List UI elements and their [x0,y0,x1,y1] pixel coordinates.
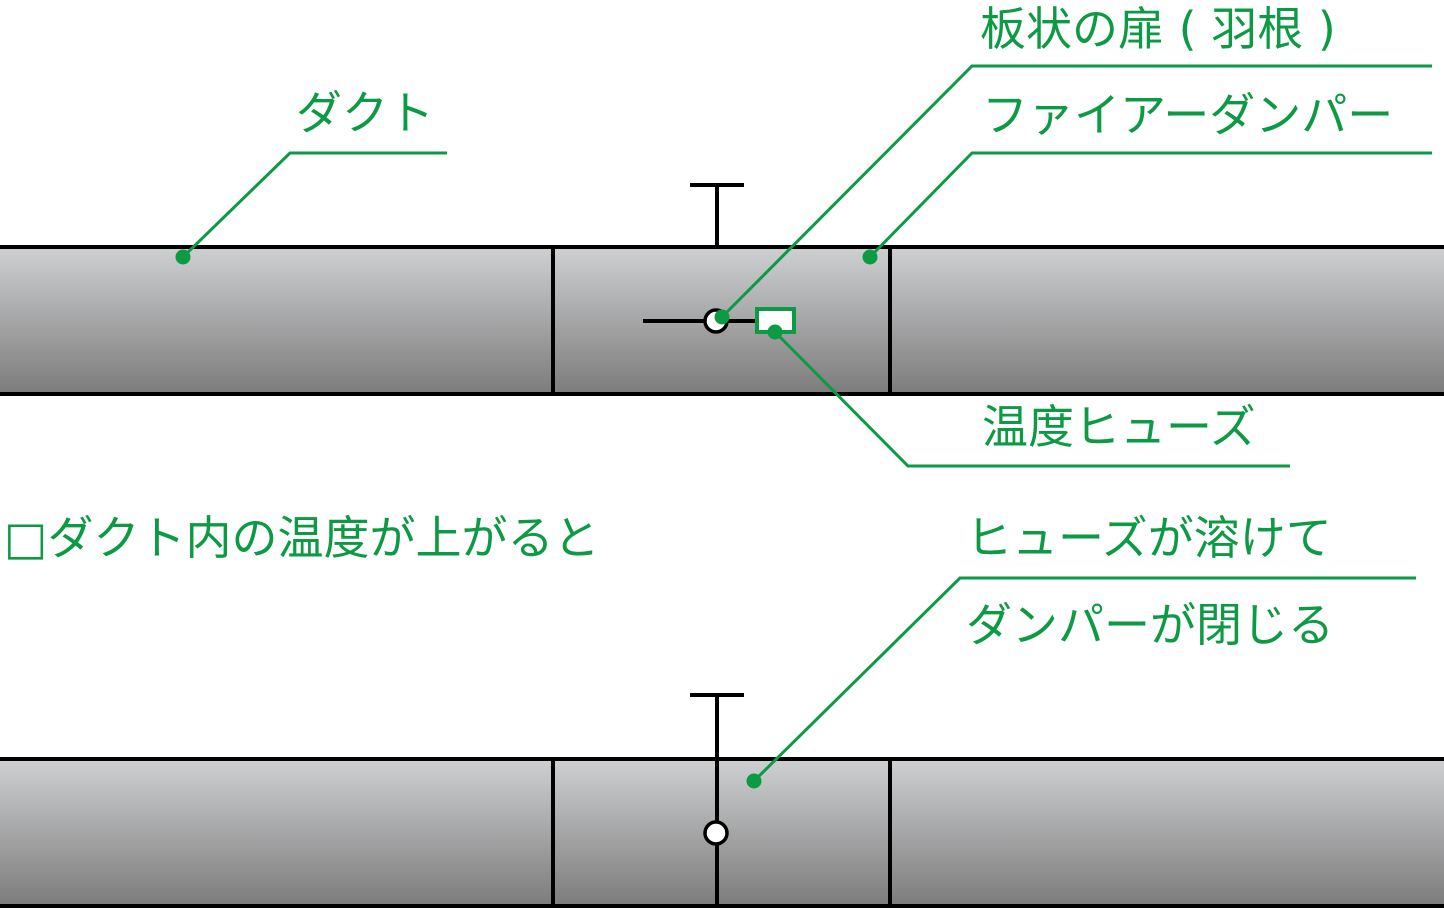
label-fuse: 温度ヒューズ [982,400,1256,454]
leader-fuse [767,324,1290,468]
label-duct: ダクト [296,86,434,140]
label-result-line1: ヒューズが溶けて [966,511,1332,565]
label-blade: 板状の扉 ( 羽根 ) [980,2,1336,56]
t-handle-icon [690,693,744,759]
t-handle-icon [690,183,744,247]
duct-open-state [0,64,1444,468]
label-condition: □ダクト内の温度が上がると [4,511,600,565]
label-fire-damper: ファイアーダンパー [982,88,1394,142]
leader-result [746,576,1416,789]
label-result-line2: ダンパーが閉じる [966,598,1334,652]
leader-duct [175,151,447,265]
duct-closed-state [0,576,1444,908]
leader-fire-damper [862,151,1432,265]
hinge-circle-icon [703,820,729,846]
leader-blade [714,64,1432,325]
